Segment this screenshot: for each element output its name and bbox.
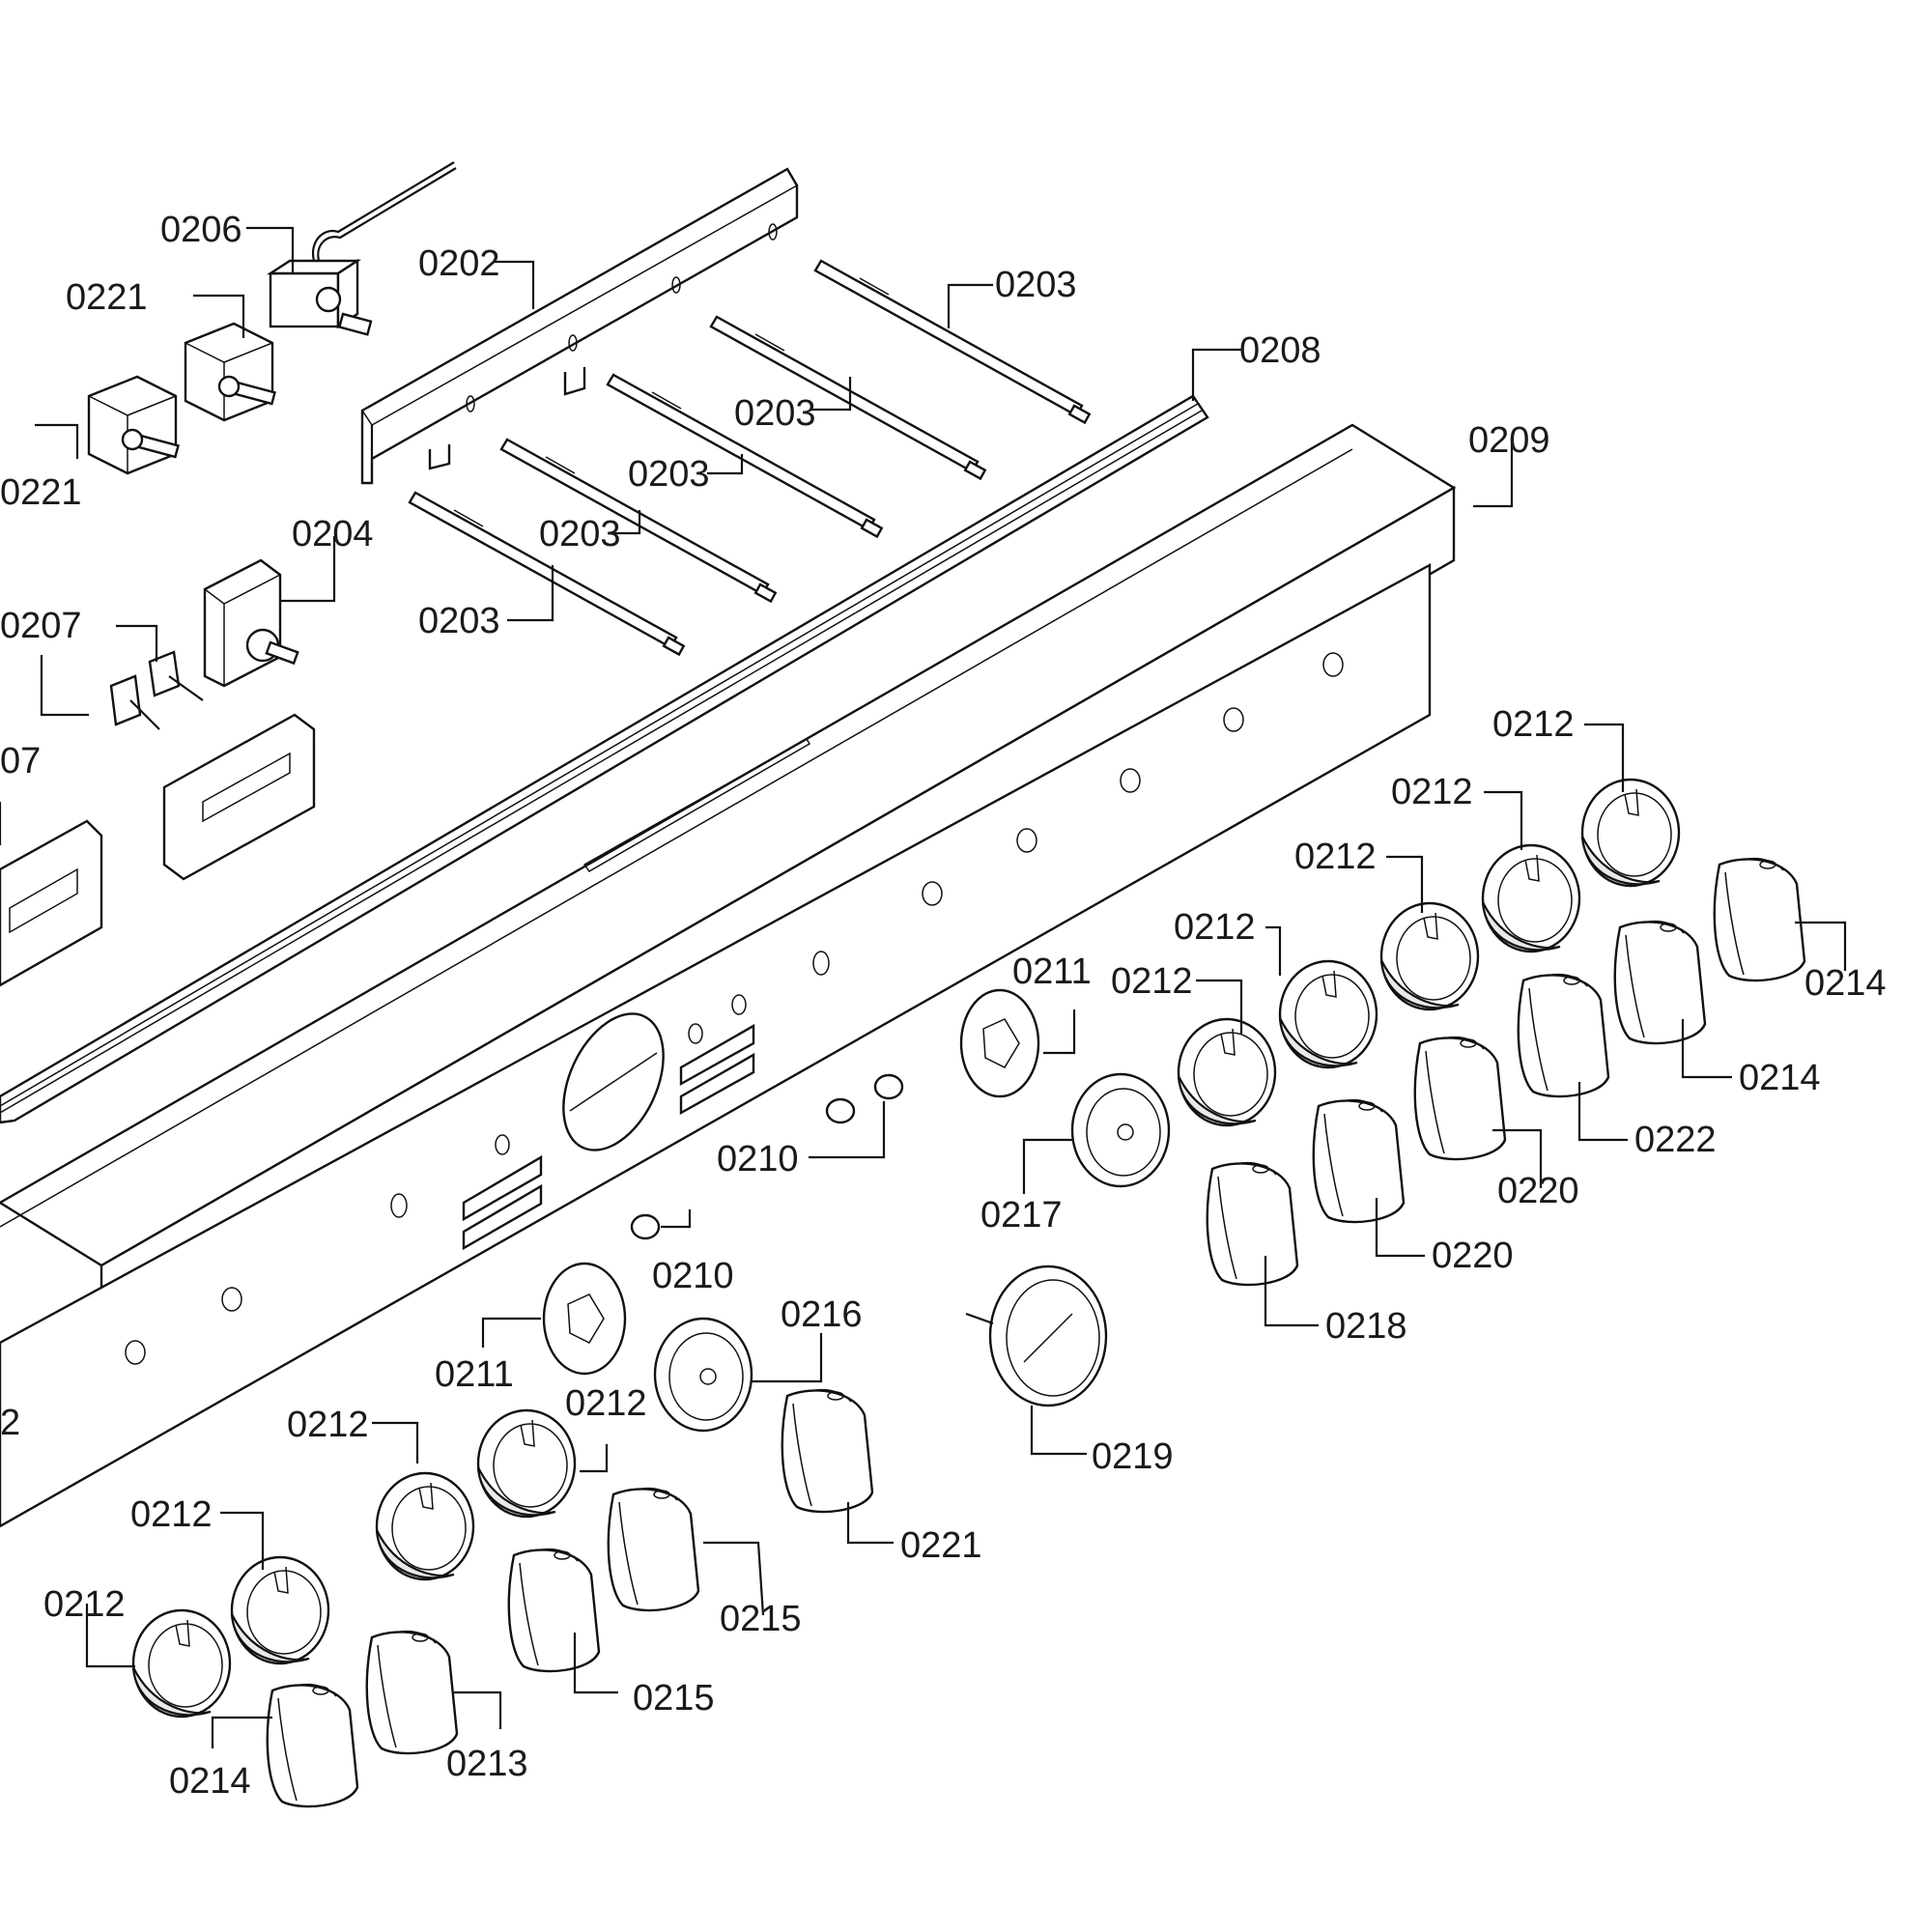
part-0221-switch-lower: [87, 375, 180, 475]
part-0219-timer: [965, 1264, 1108, 1407]
callout-0207: 0207: [0, 606, 82, 646]
part-0202-bracket: [360, 167, 799, 485]
part-0207-toggles: [109, 650, 204, 730]
callout-0215-2: 0215: [633, 1678, 715, 1719]
callout-07-edge: 07: [0, 741, 41, 781]
callout-0203-1: 0203: [995, 265, 1077, 305]
callout-0211-lower: 0211: [435, 1354, 514, 1395]
callout-0203-5: 0203: [418, 601, 500, 641]
callout-0212-7: 0212: [287, 1405, 369, 1445]
callout-0213: 0213: [446, 1744, 528, 1784]
part-control-boards: [0, 713, 316, 987]
callout-0217: 0217: [980, 1195, 1063, 1236]
callout-0212-8: 0212: [130, 1494, 213, 1535]
part-0208-strip: [0, 394, 1209, 1124]
callout-0210-upper: 0210: [717, 1139, 799, 1179]
callout-0212-2: 0212: [1391, 772, 1473, 812]
callout-0216: 0216: [781, 1294, 863, 1335]
callout-0202: 0202: [418, 243, 500, 284]
callout-0220-2: 0220: [1432, 1236, 1514, 1276]
callout-0214-1: 0214: [1804, 963, 1887, 1004]
callout-0212-3: 0212: [1294, 837, 1377, 877]
callout-0212-6: 0212: [565, 1383, 647, 1424]
callout-2-edge: 2: [0, 1403, 20, 1443]
part-0221-switch-upper: [184, 322, 276, 422]
part-0210-spacers: [630, 1073, 904, 1240]
part-0212-rings-lower: [131, 1408, 577, 1719]
callout-labels: 0206 0221 0221 0202 0203 0203 0203 0203 …: [0, 210, 1887, 1802]
part-0211-plates: [542, 988, 1040, 1376]
callout-0215-1: 0215: [720, 1599, 802, 1639]
callout-0214-3: 0214: [169, 1761, 251, 1802]
callout-0221-upper: 0221: [66, 277, 148, 318]
callout-0221-lower: 0221: [900, 1525, 982, 1566]
leader-lines: [0, 226, 1847, 1748]
callout-0218: 0218: [1325, 1306, 1407, 1347]
callout-0203-2: 0203: [734, 393, 816, 434]
callout-0203-3: 0203: [628, 454, 710, 495]
callout-0212-9: 0212: [43, 1584, 126, 1625]
part-0203-rods: [408, 259, 1091, 656]
part-0209-control-panel: [0, 423, 1457, 1528]
part-0204-unit: [203, 558, 299, 688]
callout-0210-lower: 0210: [652, 1256, 734, 1296]
callout-0209: 0209: [1468, 420, 1550, 461]
callout-0211-upper: 0211: [1012, 952, 1092, 992]
callout-0204: 0204: [292, 514, 374, 554]
callout-0221-left: 0221: [0, 472, 82, 513]
callout-0219: 0219: [1092, 1436, 1174, 1477]
callout-0212-4: 0212: [1174, 907, 1256, 948]
callout-0214-2: 0214: [1739, 1058, 1821, 1098]
callout-0220-1: 0220: [1497, 1171, 1579, 1211]
callout-0212-1: 0212: [1492, 704, 1575, 745]
part-0216-dial: [653, 1317, 753, 1433]
callout-0206: 0206: [160, 210, 242, 250]
callout-0222: 0222: [1634, 1120, 1717, 1160]
callout-0208: 0208: [1239, 330, 1321, 371]
callout-0212-5: 0212: [1111, 961, 1193, 1002]
part-0217-dial: [1070, 1072, 1171, 1188]
callout-0203-4: 0203: [539, 514, 621, 554]
